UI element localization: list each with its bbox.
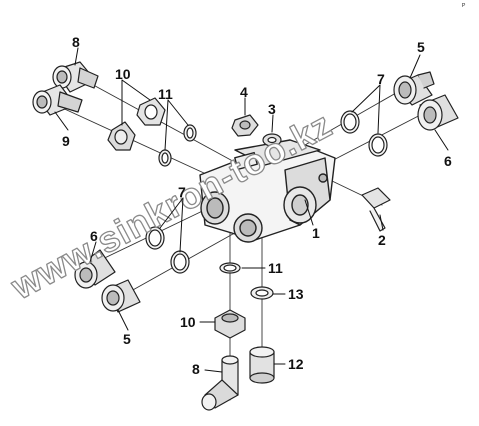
- cap-nut: [231, 114, 259, 137]
- seal-rings-7-upper: [340, 110, 388, 157]
- callout-5-lower: 5: [123, 331, 131, 347]
- seal-ring-13: [250, 286, 274, 300]
- corner-mark: ᴾ: [462, 2, 466, 11]
- callout-4: 4: [240, 84, 248, 100]
- callout-8-lower: 8: [192, 361, 200, 377]
- nut-10-upper: [107, 97, 166, 151]
- callout-11-upper: 11: [158, 86, 173, 102]
- fitting-elbow-9: [32, 84, 83, 116]
- callout-3: 3: [268, 101, 276, 117]
- callout-10-upper: 10: [115, 66, 131, 82]
- small-washer: [262, 133, 282, 147]
- callout-1: 1: [312, 225, 320, 241]
- callout-8-upper: 8: [72, 34, 80, 50]
- fitting-elbow-upper: [52, 61, 99, 93]
- leader-lines: [54, 47, 449, 373]
- fitting-6-lower: [74, 249, 116, 289]
- valve-body: [199, 139, 336, 243]
- callout-7-upper: 7: [377, 71, 385, 87]
- fitting-5-lower: [101, 279, 141, 313]
- seal-rings-11-upper: [158, 124, 197, 167]
- plug-12: [249, 346, 275, 384]
- callout-5-upper: 5: [417, 39, 425, 55]
- callout-6-lower: 6: [90, 228, 98, 244]
- callout-9: 9: [62, 133, 70, 149]
- fitting-6-upper: [417, 94, 459, 131]
- seal-ring-11-lower: [219, 262, 241, 274]
- bolt: [361, 187, 391, 232]
- callout-12: 12: [288, 356, 304, 372]
- fitting-elbow-8-lower: [201, 355, 239, 411]
- nut-10-lower: [214, 309, 246, 339]
- callout-10-lower: 10: [180, 314, 196, 330]
- callout-13: 13: [288, 286, 304, 302]
- callout-7-lower: 7: [178, 184, 186, 200]
- callout-11-lower: 11: [268, 260, 283, 276]
- fitting-5-upper: [393, 71, 435, 106]
- callout-6-upper: 6: [444, 153, 452, 169]
- callout-2: 2: [378, 232, 386, 248]
- callout-labels: 8 10 11 9 4 3 5 7 6 2 1 7 6 5 11 13 10 1…: [62, 34, 452, 377]
